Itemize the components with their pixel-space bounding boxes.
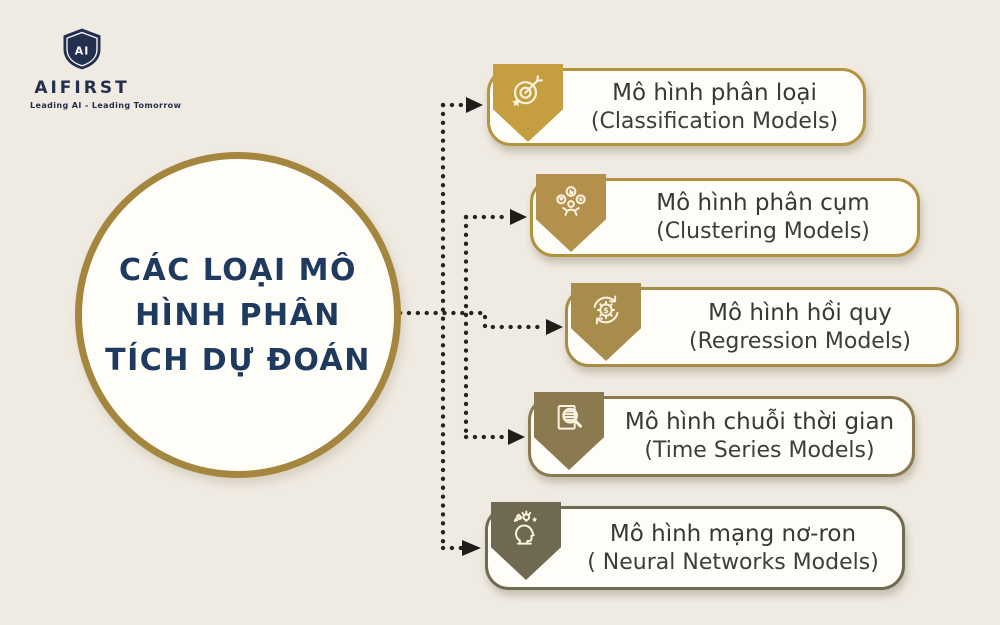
model-badge [534,392,604,470]
model-card-clustering: Mô hình phân cụm (Clustering Models) [530,174,920,257]
model-name-vi: Mô hình chuỗi thời gian [624,409,895,435]
model-name-vi: Mô hình phân cụm [656,190,870,216]
model-card-classification: Mô hình phân loại (Classification Models… [487,64,866,146]
head-idea-icon [513,510,538,545]
model-name-en: (Regression Models) [688,328,911,354]
model-name-en: (Classification Models) [590,108,839,134]
model-badge [491,502,561,580]
arrow-icon [462,97,563,556]
hub-title-line: CÁC LOẠI MÔ [119,252,357,288]
model-name-en: ( Neural Networks Models) [587,549,879,575]
model-badge: $ [571,283,641,361]
aifirst-logo: AI AIFIRST Leading AI - Leading Tomorrow [30,26,182,110]
model-badge [536,174,606,252]
model-name-en: (Time Series Models) [644,438,875,463]
svg-text:AI: AI [75,45,90,58]
model-name-en: (Clustering Models) [656,219,870,244]
model-name-vi: Mô hình mạng nơ-ron [609,520,857,547]
document-magnifier-icon [557,404,582,430]
hub-title-line: HÌNH PHÂN [135,297,341,333]
gear-dollar-icon: $ [593,295,619,325]
model-badge [493,64,563,142]
hub-circle: CÁC LOẠI MÔ HÌNH PHÂN TÍCH DỰ ĐOÁN [75,152,401,478]
model-card-time-series: Mô hình chuỗi thời gian (Time Series Mod… [528,392,915,477]
shield-ai-icon: AI [63,28,101,70]
model-card-neural-networks: Mô hình mạng nơ-ron ( Neural Networks Mo… [485,502,905,590]
brand-name: AIFIRST [34,78,130,98]
model-name-vi: Mô hình phân loại [612,79,817,106]
model-name-vi: Mô hình hồi quy [708,299,892,326]
target-dart-icon [512,75,543,107]
brand-tagline: Leading AI - Leading Tomorrow [30,101,182,110]
hub-title-line: TÍCH DỰ ĐOÁN [105,342,371,378]
model-card-regression: $ Mô hình hồi quy (Regression Models) [565,283,959,367]
people-cluster-icon [556,186,586,216]
svg-text:$: $ [603,305,609,315]
